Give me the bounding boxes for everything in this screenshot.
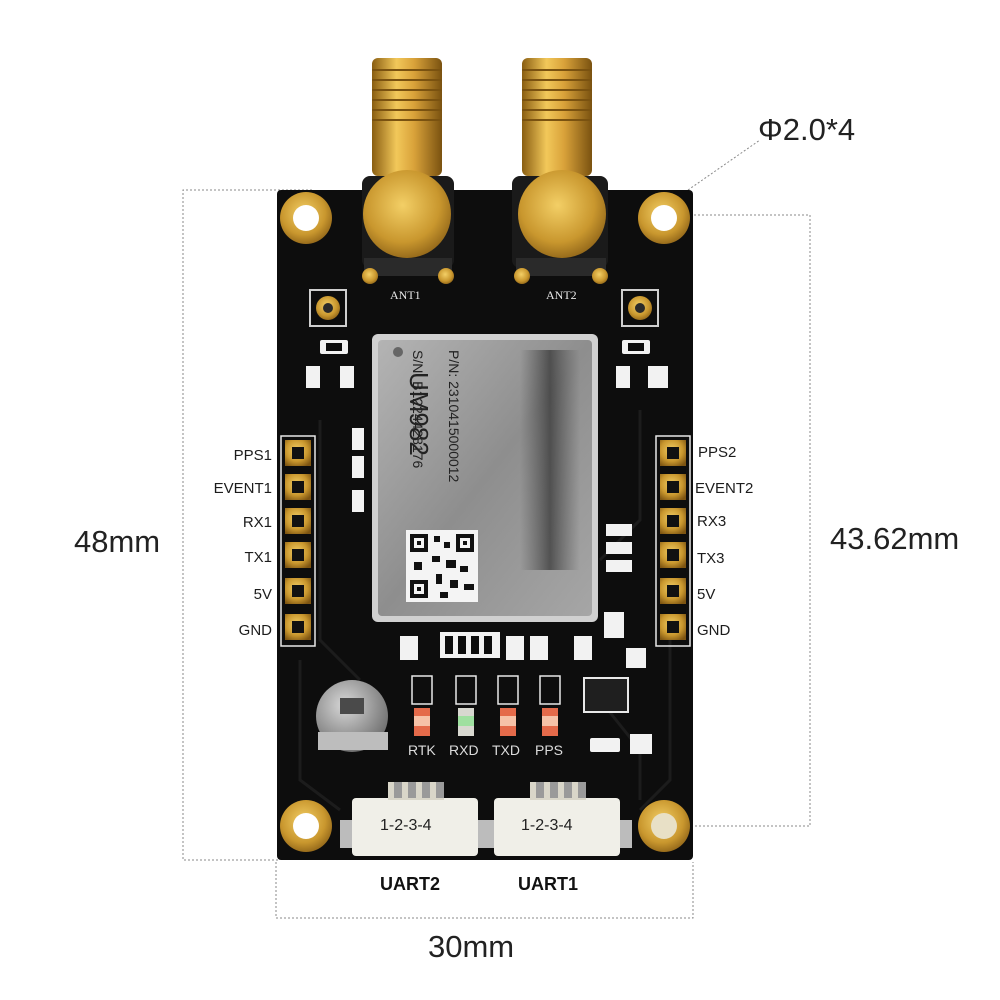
uart1-pin-label: 1-2-3-4	[521, 817, 573, 834]
right-pin-label: RX3	[697, 513, 727, 530]
led-label-txd: TXD	[492, 742, 520, 758]
uart2-pin-label: 1-2-3-4	[380, 817, 432, 834]
led-label-rtk: RTK	[408, 742, 436, 758]
led-label-pps: PPS	[535, 742, 564, 758]
left-pin-label: TX1	[244, 549, 272, 566]
left-pin-label: 5V	[253, 586, 272, 603]
right-pin-label: EVENT2	[695, 480, 754, 497]
left-pin-label: EVENT1	[213, 480, 272, 497]
coin-battery	[316, 680, 388, 752]
height-left-label: 48mm	[74, 524, 161, 559]
dimension-lines	[182, 139, 811, 919]
ufl-connector-right	[621, 289, 659, 327]
mounting-holes	[280, 192, 690, 852]
left-pin-label: PPS1	[233, 447, 272, 464]
width-bottom-label: 30mm	[428, 929, 515, 964]
right-pin-label: GND	[697, 622, 731, 639]
status-leds	[411, 675, 561, 736]
uart1-label: UART1	[518, 874, 579, 894]
led-label-rxd: RXD	[449, 742, 479, 758]
ufl-connector-left	[309, 289, 347, 327]
component-dark-centers	[326, 343, 644, 654]
qr-code-icon	[406, 530, 478, 602]
sma-connector-ant2	[512, 58, 608, 284]
regulator-ic	[583, 677, 629, 713]
ant2-label: ANT2	[546, 288, 577, 302]
height-right-label: 43.62mm	[830, 521, 960, 556]
left-pin-label: GND	[238, 622, 272, 639]
module-part-number: P/N: 2310415000012	[446, 350, 462, 483]
left-header-pads	[280, 435, 316, 647]
module-serial-number: S/N: B1224428176	[410, 350, 426, 469]
right-pin-label: PPS2	[698, 444, 737, 461]
right-pin-label: 5V	[697, 586, 716, 603]
left-pin-label: RX1	[242, 514, 272, 531]
uart2-label: UART2	[380, 874, 441, 894]
sma-connector-ant1	[362, 58, 454, 284]
right-header-pads	[655, 435, 691, 647]
uart1-connector	[482, 782, 632, 856]
right-pin-label: TX3	[697, 550, 725, 567]
hole-spec-label: Φ2.0*4	[758, 112, 856, 147]
ant1-label: ANT1	[390, 288, 421, 302]
